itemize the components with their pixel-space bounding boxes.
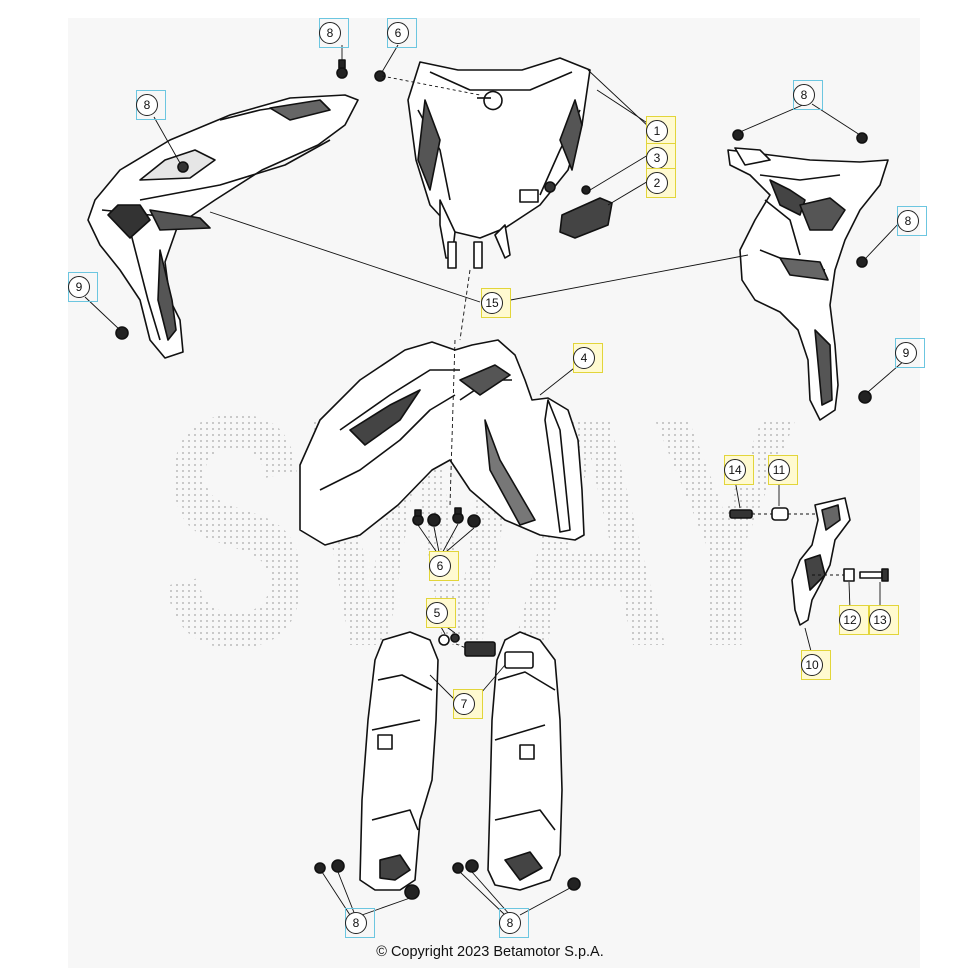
callout-11: 11 (768, 455, 798, 485)
callout-8-bottom-right: 8 (499, 908, 529, 938)
callout-4-number: 4 (573, 347, 595, 369)
bolt-13-shape (859, 568, 889, 582)
left-fork-guard (359, 631, 439, 891)
callout-11-number: 11 (768, 459, 790, 481)
callout-8-left-shroud: 8 (136, 90, 166, 120)
right-radiator-shroud (727, 147, 889, 421)
callout-9-left-number: 9 (68, 276, 90, 298)
callout-8-top: 8 (319, 18, 349, 48)
callout-9-right: 9 (895, 338, 925, 368)
callout-7-number: 7 (453, 693, 475, 715)
callout-6-mid: 6 (429, 551, 459, 581)
fork-clamp (438, 633, 534, 669)
brake-hose-guide (791, 497, 851, 626)
left-radiator-shroud (87, 94, 359, 359)
callout-12: 12 (839, 605, 869, 635)
callout-8-bottom-right-number: 8 (499, 912, 521, 934)
callout-4: 4 (573, 343, 603, 373)
front-fender (299, 339, 585, 546)
callout-9-left: 9 (68, 272, 98, 302)
callout-1: 1 (646, 116, 676, 146)
copyright-notice: © Copyright 2023 Betamotor S.p.A. (376, 944, 604, 960)
callout-6-top-number: 6 (387, 22, 409, 44)
fender-bolts (412, 507, 481, 528)
callout-6-mid-number: 6 (429, 555, 451, 577)
number-plate-sticker (559, 197, 613, 239)
callout-10: 10 (801, 650, 831, 680)
callout-8-right-top: 8 (793, 80, 823, 110)
callout-2-number: 2 (646, 172, 668, 194)
callout-14-number: 14 (724, 459, 746, 481)
callout-8-right-mid: 8 (897, 206, 927, 236)
callout-3-number: 3 (646, 147, 668, 169)
right-fork-guard (487, 631, 563, 891)
callout-8-bottom-left: 8 (345, 908, 375, 938)
callout-6-top: 6 (387, 18, 417, 48)
callout-2: 2 (646, 168, 676, 198)
callout-8-left-number: 8 (136, 94, 158, 116)
callout-13-number: 13 (869, 609, 891, 631)
callout-7: 7 (453, 689, 483, 719)
front-number-plate (407, 57, 591, 269)
callout-9-right-number: 9 (895, 342, 917, 364)
callout-1-number: 1 (646, 120, 668, 142)
callout-8-bottom-left-number: 8 (345, 912, 367, 934)
callout-15: 15 (481, 288, 511, 318)
callout-12-number: 12 (839, 609, 861, 631)
callout-8-right-mid-number: 8 (897, 210, 919, 232)
callout-8-right-top-number: 8 (793, 84, 815, 106)
callout-15-number: 15 (481, 292, 503, 314)
small-fasteners (115, 59, 872, 900)
callout-14: 14 (724, 455, 754, 485)
callout-13: 13 (869, 605, 899, 635)
callout-10-number: 10 (801, 654, 823, 676)
callout-8-top-number: 8 (319, 22, 341, 44)
callout-5-number: 5 (426, 602, 448, 624)
callout-5: 5 (426, 598, 456, 628)
